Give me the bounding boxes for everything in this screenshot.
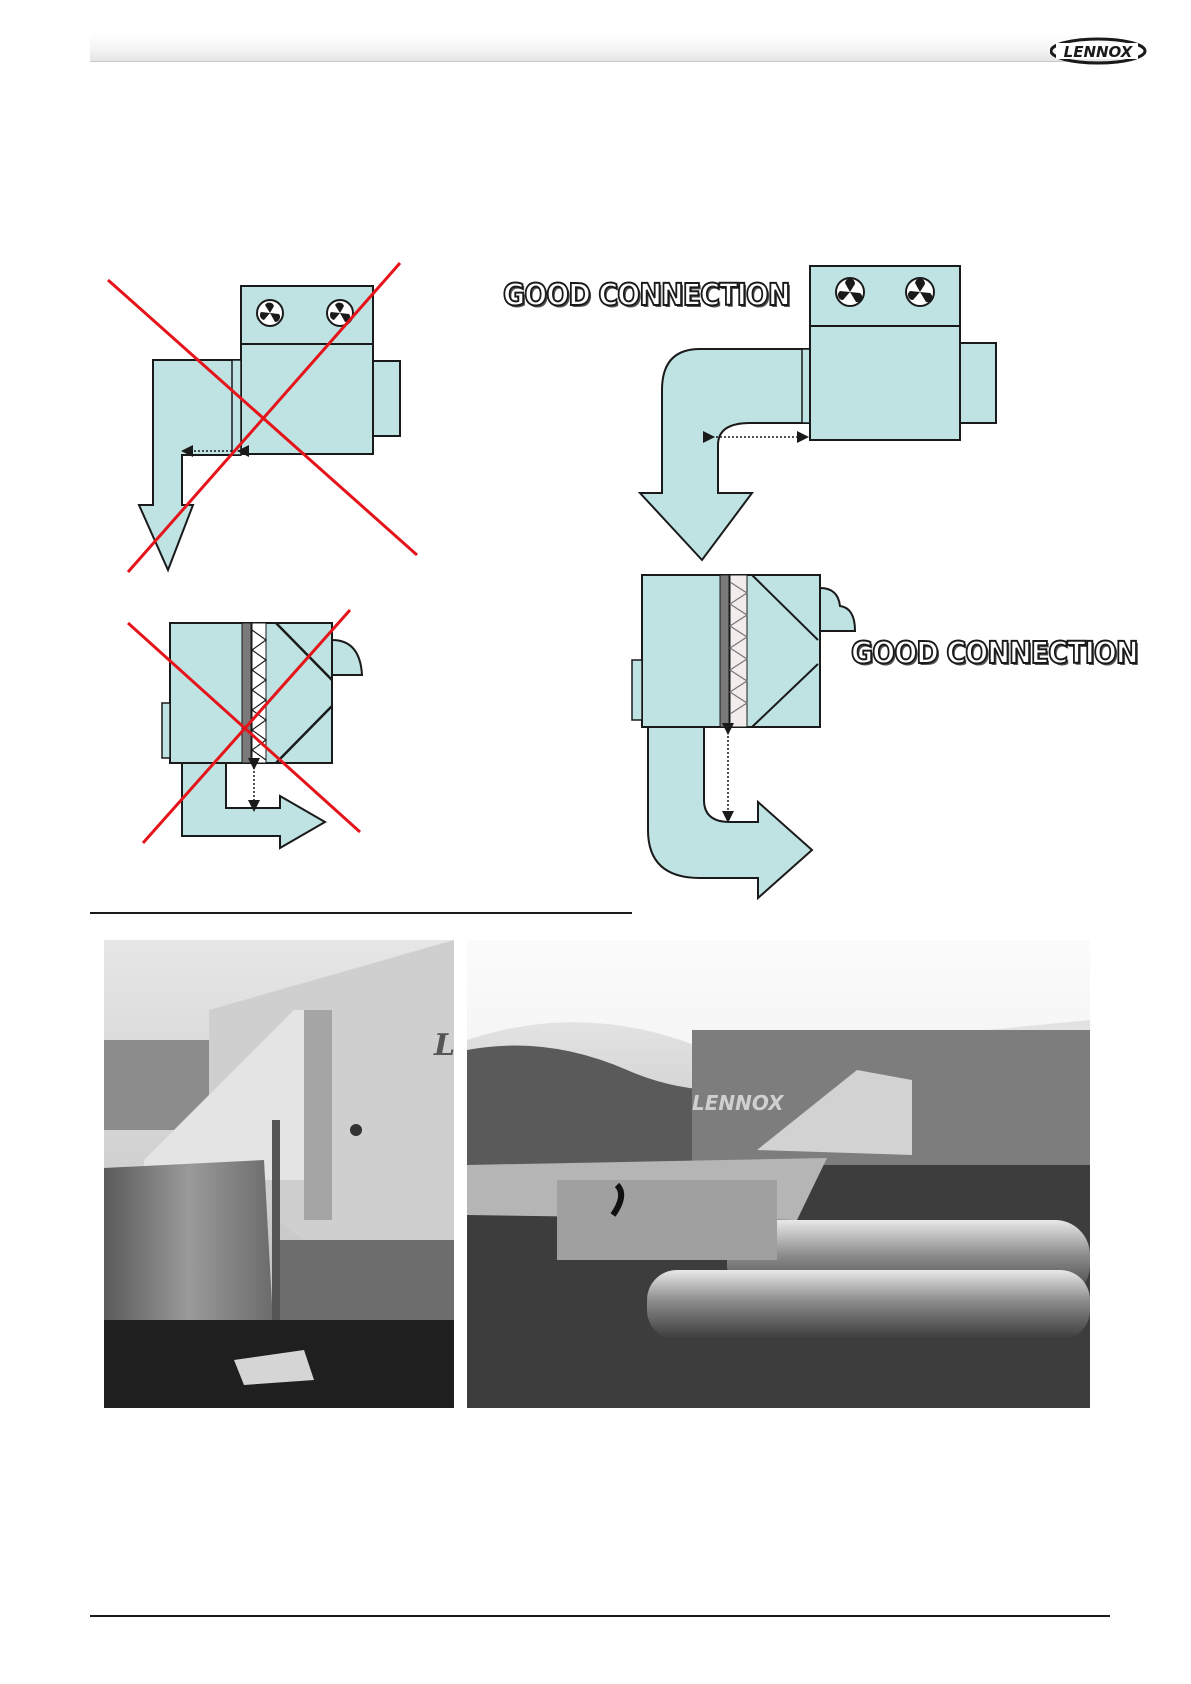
good-unit-body bbox=[810, 326, 960, 440]
header-band bbox=[90, 34, 1120, 62]
good-connection-label: GOOD CONNECTION bbox=[503, 278, 790, 313]
photo-left-brand: L bbox=[433, 1028, 454, 1063]
bad-connection-filter-unit bbox=[128, 610, 362, 848]
fan-icon bbox=[257, 300, 283, 326]
lennox-logo: LENNOX bbox=[1050, 36, 1150, 66]
hood bbox=[332, 640, 362, 675]
good-connection-filter-unit bbox=[632, 575, 855, 898]
good-duct-elbow bbox=[640, 349, 808, 560]
good-connection-label: GOOD CONNECTION bbox=[851, 636, 1138, 671]
bad-duct-down bbox=[139, 360, 240, 570]
header-rule bbox=[90, 61, 1120, 62]
duct-connection-diagram bbox=[0, 230, 1191, 910]
good-side-flange bbox=[960, 343, 996, 423]
footer-rule bbox=[90, 1615, 1110, 1617]
good-duct-outlet bbox=[648, 727, 812, 898]
rooftop-unit-photo-left: L bbox=[104, 940, 454, 1408]
fan-icon bbox=[836, 278, 864, 306]
bad-connection-fan-unit bbox=[108, 263, 417, 572]
rooftop-unit-photo-right: LENNOX bbox=[467, 940, 1090, 1408]
bad-collar bbox=[232, 360, 241, 455]
hood bbox=[820, 588, 855, 631]
bad-unit-body bbox=[241, 344, 373, 454]
bad-side-flange bbox=[373, 361, 400, 436]
fan-icon bbox=[906, 278, 934, 306]
good-fan-box bbox=[810, 266, 960, 326]
photo-right-brand: LENNOX bbox=[692, 1091, 785, 1115]
logo-text: LENNOX bbox=[1064, 43, 1134, 61]
section-rule bbox=[90, 912, 632, 914]
